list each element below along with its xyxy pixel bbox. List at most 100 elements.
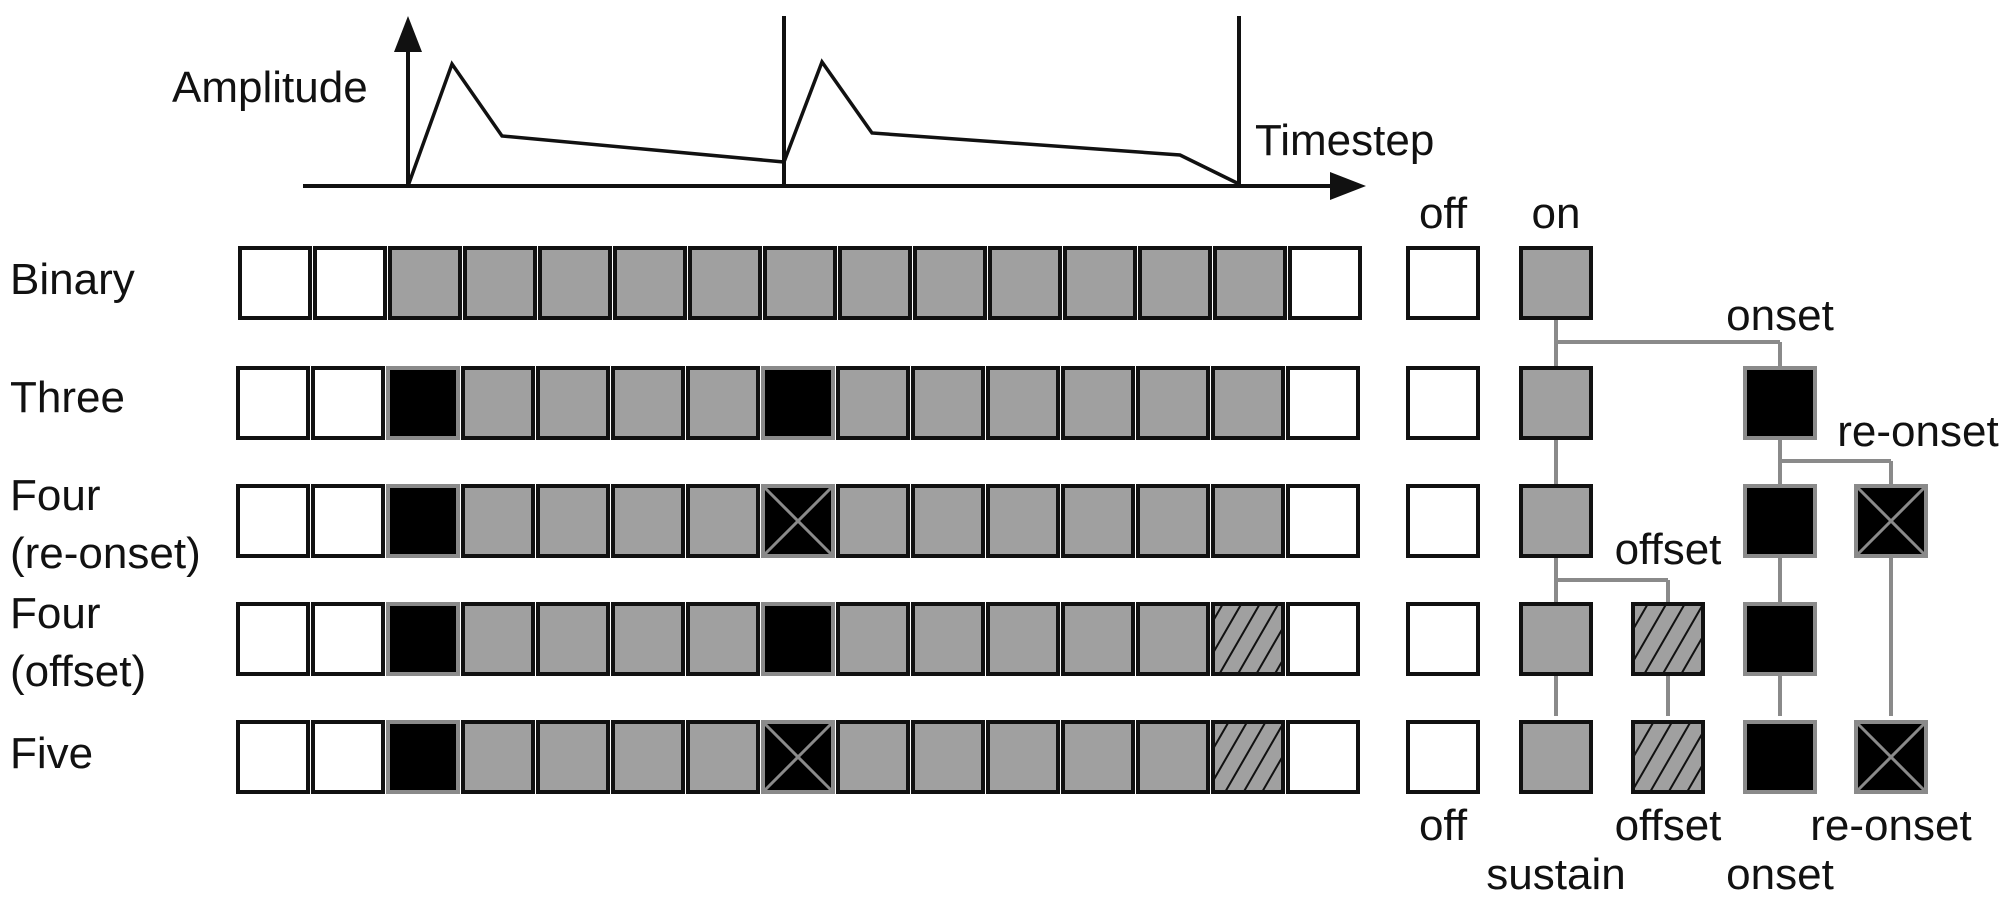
cell-square bbox=[536, 602, 610, 676]
cell-on bbox=[1061, 484, 1135, 558]
cell-square bbox=[1211, 366, 1285, 440]
cell-square bbox=[686, 484, 760, 558]
cell-on bbox=[686, 602, 760, 676]
cell-on bbox=[913, 246, 987, 320]
cell-square bbox=[836, 484, 910, 558]
cell-square bbox=[1406, 366, 1480, 440]
cell-square bbox=[763, 246, 837, 320]
cell-square bbox=[1136, 484, 1210, 558]
cell-square bbox=[1063, 246, 1137, 320]
cell-square bbox=[538, 246, 612, 320]
cell-square bbox=[386, 602, 460, 676]
row-label-line: Four bbox=[10, 471, 100, 520]
cell-square bbox=[686, 366, 760, 440]
cell-on bbox=[986, 602, 1060, 676]
cell-reonset bbox=[1854, 484, 1928, 558]
cell-on bbox=[538, 246, 612, 320]
cell-square bbox=[536, 484, 610, 558]
cell-square bbox=[1136, 720, 1210, 794]
cell-square bbox=[1743, 720, 1817, 794]
cell-square bbox=[988, 246, 1062, 320]
row-label: Binary bbox=[10, 255, 135, 304]
state-legend: off on onset re-onset offset off sustain… bbox=[1406, 189, 1999, 897]
cell-square bbox=[611, 484, 685, 558]
cell-square bbox=[1743, 602, 1817, 676]
cell-square bbox=[836, 720, 910, 794]
cell-square bbox=[461, 366, 535, 440]
cell-square bbox=[1519, 720, 1593, 794]
cell-off bbox=[1288, 246, 1362, 320]
cell-on bbox=[1211, 366, 1285, 440]
cell-off bbox=[1406, 484, 1480, 558]
row-cells bbox=[236, 602, 1360, 676]
cell-on bbox=[911, 602, 985, 676]
legend-label-reonset-bottom: re-onset bbox=[1810, 801, 1971, 850]
row-label: Three bbox=[10, 373, 125, 422]
cell-on bbox=[1136, 484, 1210, 558]
cell-square bbox=[461, 602, 535, 676]
cell-off bbox=[1406, 246, 1480, 320]
cell-square bbox=[311, 602, 385, 676]
cell-onset bbox=[386, 720, 460, 794]
cell-off bbox=[236, 720, 310, 794]
amplitude-plot: Amplitude Timestep bbox=[172, 16, 1434, 200]
cell-on bbox=[911, 720, 985, 794]
cell-on bbox=[1061, 602, 1135, 676]
cell-square bbox=[1286, 366, 1360, 440]
cell-square bbox=[1211, 720, 1285, 794]
cell-square bbox=[1519, 602, 1593, 676]
cell-square bbox=[911, 720, 985, 794]
row-cells bbox=[236, 720, 1360, 794]
cell-square bbox=[1211, 484, 1285, 558]
cell-off bbox=[236, 484, 310, 558]
cell-off bbox=[236, 602, 310, 676]
row-label: Four (re-onset) bbox=[10, 471, 201, 578]
cell-offset bbox=[1631, 720, 1705, 794]
row-binary: Binary bbox=[10, 246, 1362, 320]
row-label-line: (offset) bbox=[10, 647, 146, 696]
cell-square bbox=[1136, 602, 1210, 676]
cell-square bbox=[1519, 246, 1593, 320]
cell-on bbox=[461, 602, 535, 676]
cell-off bbox=[236, 366, 310, 440]
reonset-cross bbox=[763, 722, 833, 792]
cell-offset bbox=[1211, 602, 1285, 676]
cell-off bbox=[311, 484, 385, 558]
cell-on bbox=[1063, 246, 1137, 320]
cell-square bbox=[1631, 602, 1705, 676]
cell-square bbox=[386, 366, 460, 440]
cell-square bbox=[986, 720, 1060, 794]
envelope-note-1 bbox=[406, 60, 785, 187]
cell-square bbox=[986, 366, 1060, 440]
cell-on bbox=[1061, 720, 1135, 794]
cell-on bbox=[1211, 484, 1285, 558]
cell-on bbox=[1519, 484, 1593, 558]
cell-square bbox=[911, 484, 985, 558]
cell-reonset bbox=[761, 720, 835, 794]
cell-square bbox=[838, 246, 912, 320]
row-label-line: Binary bbox=[10, 255, 135, 304]
cell-square bbox=[761, 366, 835, 440]
cell-on bbox=[536, 366, 610, 440]
cell-onset bbox=[386, 602, 460, 676]
cell-square bbox=[1406, 602, 1480, 676]
cell-square bbox=[1406, 484, 1480, 558]
cell-on bbox=[838, 246, 912, 320]
cell-on bbox=[461, 366, 535, 440]
cell-square bbox=[461, 484, 535, 558]
cell-square bbox=[611, 720, 685, 794]
cell-square bbox=[1213, 246, 1287, 320]
cell-on bbox=[611, 720, 685, 794]
cell-on bbox=[1213, 246, 1287, 320]
cell-on bbox=[986, 720, 1060, 794]
cell-onset bbox=[386, 484, 460, 558]
cell-on bbox=[611, 602, 685, 676]
legend-label-off-top: off bbox=[1419, 189, 1468, 238]
cell-square bbox=[1061, 484, 1135, 558]
cell-on bbox=[688, 246, 762, 320]
cell-on bbox=[613, 246, 687, 320]
legend-label-on-top: on bbox=[1532, 189, 1581, 238]
cell-square bbox=[1136, 366, 1210, 440]
legend-cells bbox=[1406, 246, 1928, 794]
